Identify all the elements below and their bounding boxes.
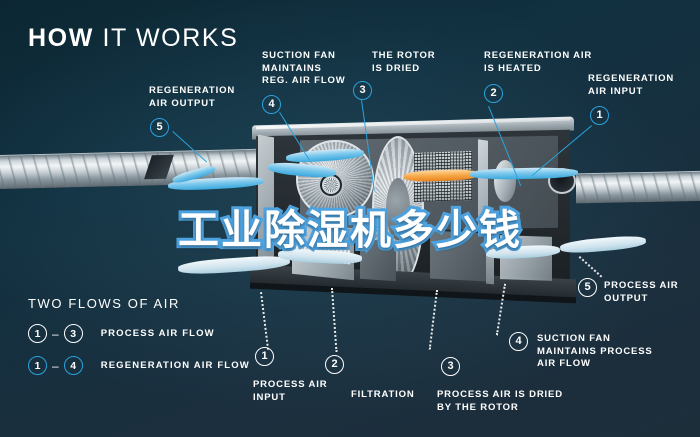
fan-blades-icon — [322, 176, 340, 194]
legend-heading: TWO FLOWS OF AIR — [28, 296, 180, 311]
callout-number-2-filtration[interactable]: 2 — [325, 355, 344, 374]
legend: TWO FLOWS OF AIR 1 – 3 PROCESS AIR FLOW … — [28, 296, 250, 388]
callout-number-1-regen-input[interactable]: 1 — [590, 106, 609, 125]
legend-circle-from-1: 1 — [28, 324, 47, 343]
leader-line-3-bottom — [428, 289, 438, 350]
page-title: HOW IT WORKS — [28, 24, 238, 53]
legend-circle-to-4: 4 — [63, 356, 83, 375]
page-title-bold: HOW — [28, 24, 94, 52]
callout-number-4-suction-fan-process[interactable]: 4 — [509, 332, 528, 351]
legend-label-process-air-flow: PROCESS AIR FLOW — [100, 328, 215, 339]
callout-number-5-regen-output[interactable]: 5 — [150, 118, 169, 137]
callout-label-regeneration-air-heated: REGENERATION AIR IS HEATED — [484, 50, 593, 74]
leader-line-2-bottom — [331, 288, 338, 352]
legend-dash-regeneration: – — [52, 358, 59, 373]
callout-label-rotor-is-dried: THE ROTOR IS DRIED — [372, 50, 436, 74]
leader-line-1-bottom — [260, 292, 270, 350]
callout-label-regeneration-air-output: REGENERATION AIR OUTPUT — [149, 85, 236, 109]
legend-dash-process: – — [52, 326, 59, 341]
callout-number-3-process-dried[interactable]: 3 — [441, 357, 460, 376]
callout-label-filtration: FILTRATION — [351, 389, 415, 400]
callout-label-regeneration-air-input: REGENERATION AIR INPUT — [588, 73, 675, 97]
legend-label-regeneration-air-flow: REGENERATION AIR FLOW — [100, 360, 250, 371]
callout-number-2-regen-heated[interactable]: 2 — [484, 84, 503, 103]
legend-row-regeneration-air-flow: 1 – 4 REGENERATION AIR FLOW — [28, 356, 250, 375]
page-title-light: IT WORKS — [102, 24, 239, 52]
overlay-headline-chinese: 工业除湿机多少钱 — [175, 203, 523, 257]
callout-number-3-rotor-dried[interactable]: 3 — [353, 81, 372, 100]
callout-number-4-suction-fan-regen[interactable]: 4 — [262, 95, 281, 114]
legend-circle-from-1-blue: 1 — [28, 356, 47, 375]
callout-number-5-process-output[interactable]: 5 — [578, 278, 597, 297]
rotor-inner-hub — [386, 178, 410, 240]
callout-label-suction-fan-regen: SUCTION FAN MAINTAINS REG. AIR FLOW — [262, 50, 346, 86]
callout-label-suction-fan-process: SUCTION FAN MAINTAINS PROCESS AIR FLOW — [537, 333, 653, 369]
callout-label-process-air-input: PROCESS AIR INPUT — [253, 379, 328, 403]
callout-label-process-air-dried-rotor: PROCESS AIR IS DRIED BY THE ROTOR — [437, 389, 563, 413]
legend-circle-to-3: 3 — [63, 324, 83, 343]
callout-label-process-air-output: PROCESS AIR OUTPUT — [604, 280, 679, 304]
leader-line-5-right — [578, 256, 603, 278]
legend-row-process-air-flow: 1 – 3 PROCESS AIR FLOW — [28, 324, 250, 343]
callout-number-1-process-input[interactable]: 1 — [255, 347, 274, 366]
